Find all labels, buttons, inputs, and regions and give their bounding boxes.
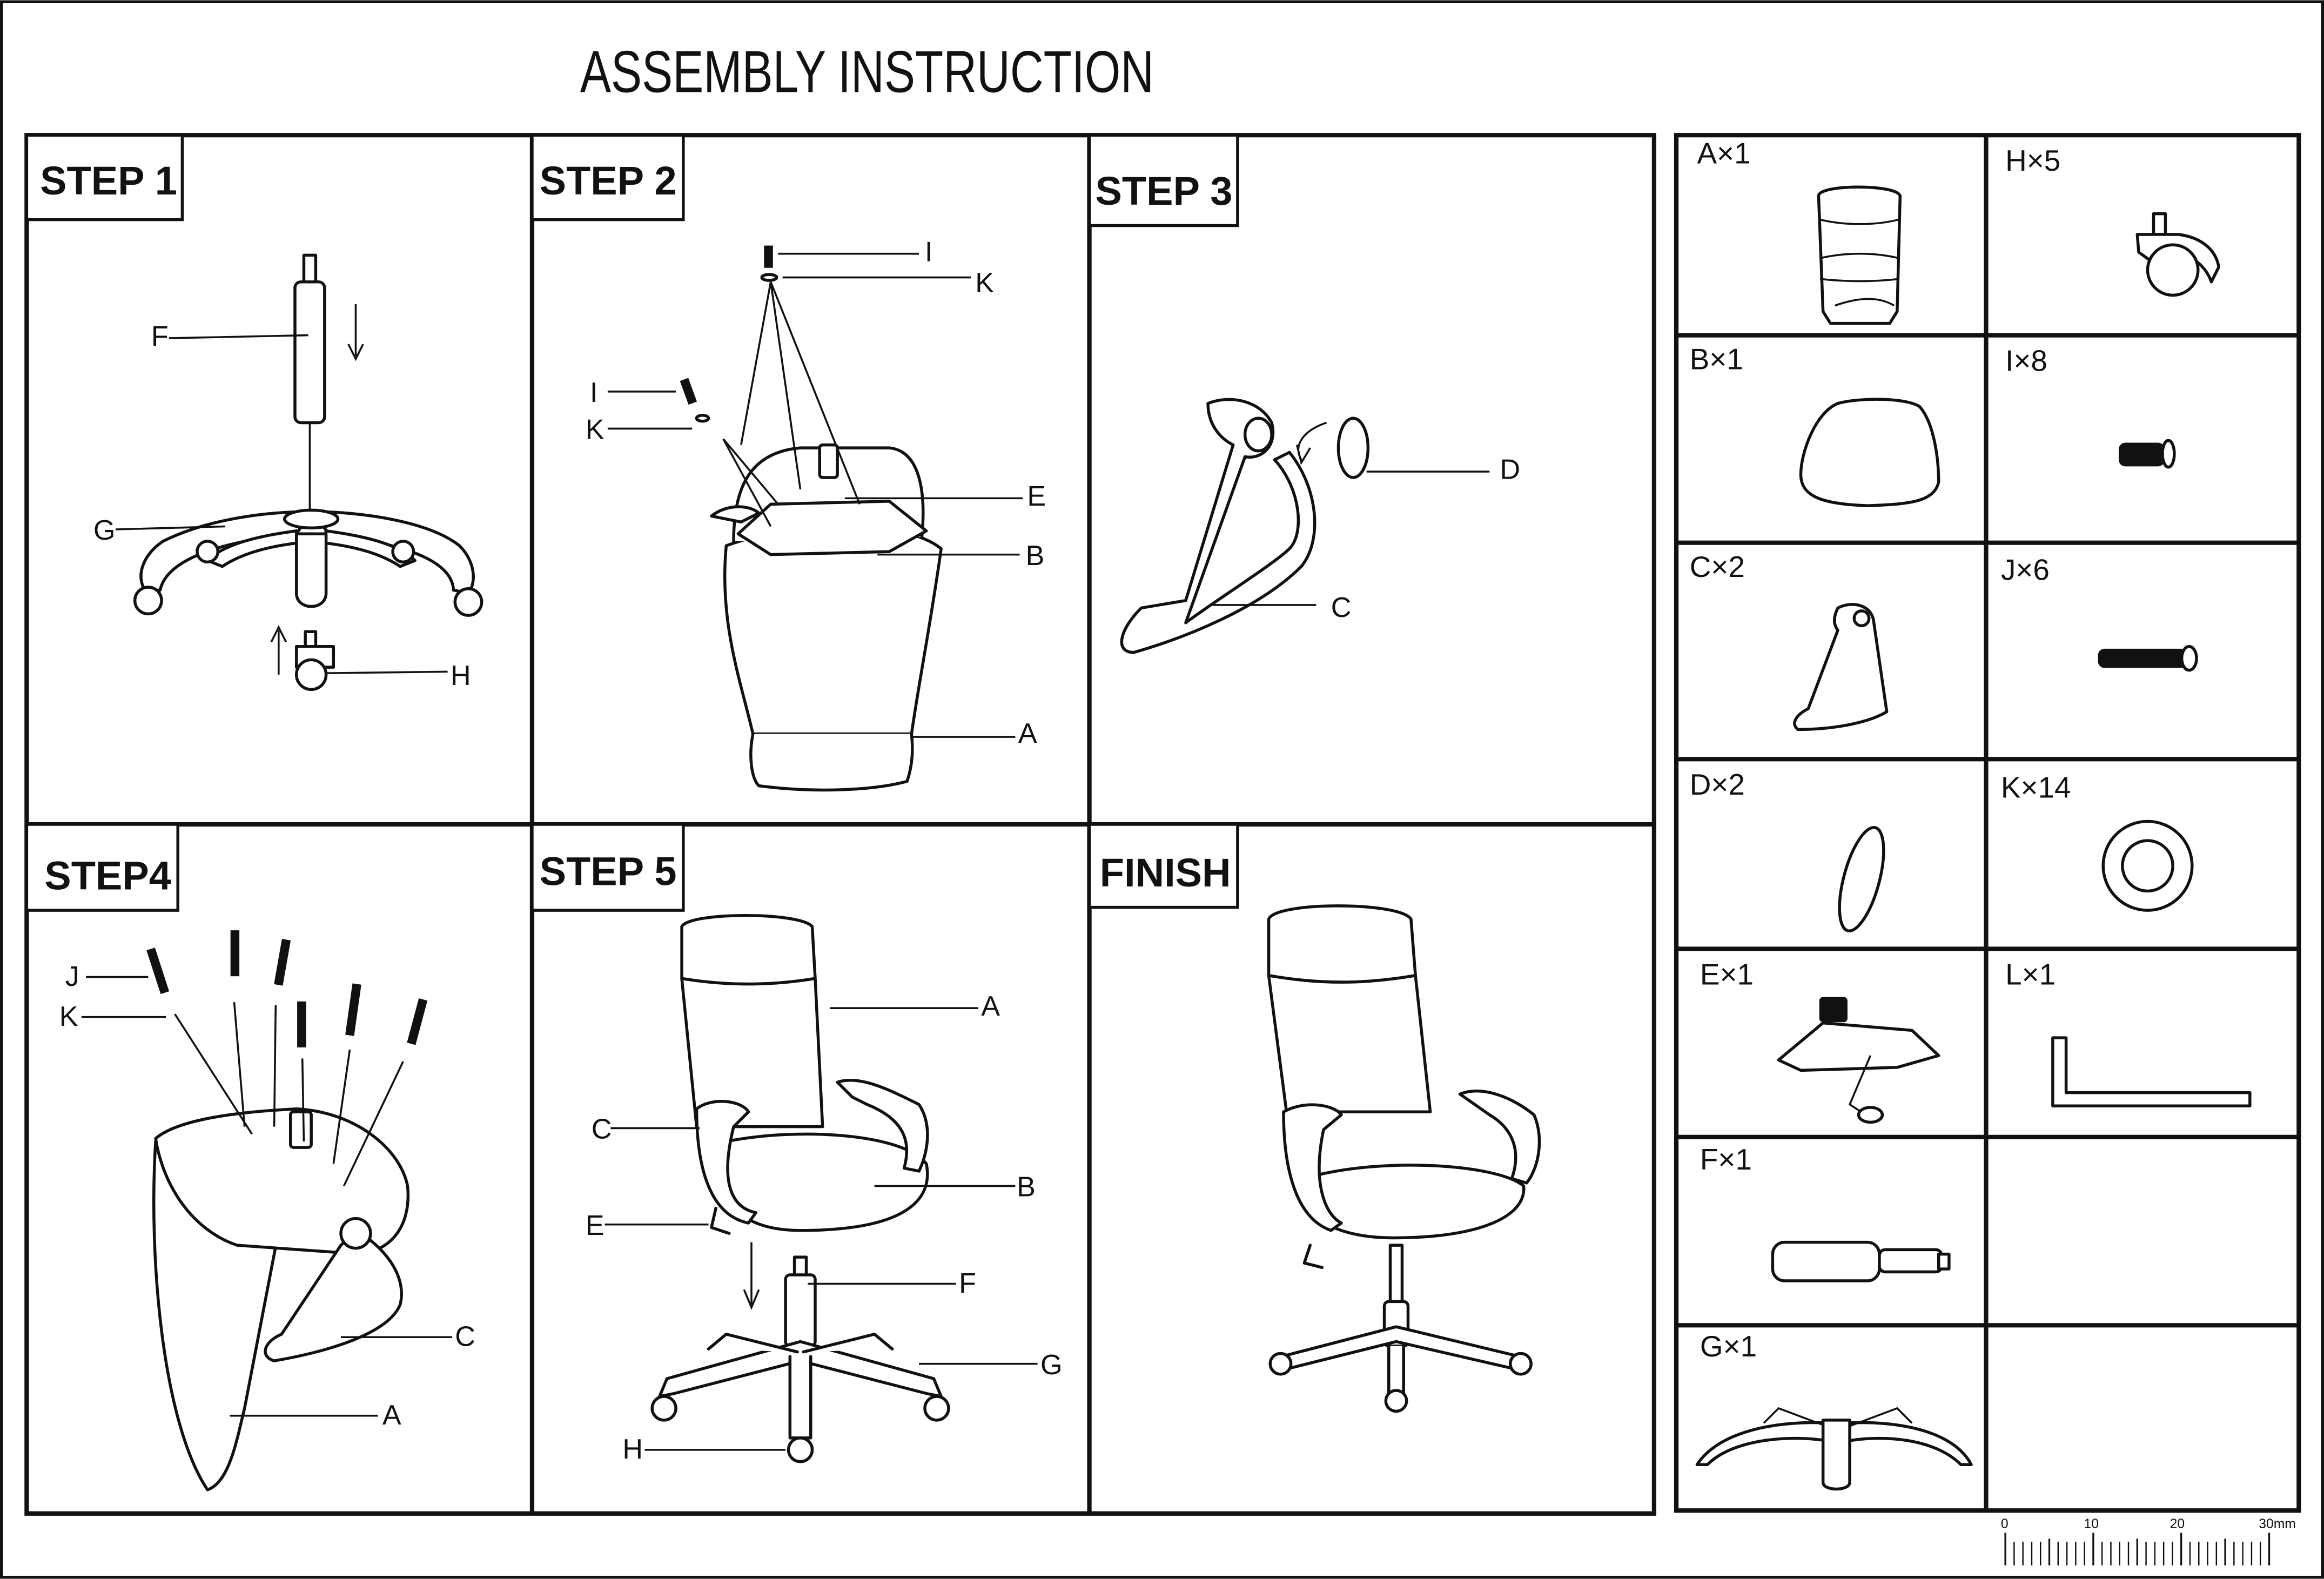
callout-d: D [1500,454,1521,486]
steps-grid [24,133,1656,1516]
short-bolt-icon [2119,439,2176,469]
armrest-icon [1793,603,1889,731]
callout-i: I [925,236,932,267]
part-d-label: D×2 [1690,768,1745,801]
step-2-illustration [680,245,943,792]
callout-a: A [382,1400,401,1431]
caster-icon [2135,212,2220,297]
step-4-callouts: J K C A [59,961,475,1431]
part-c-label: C×2 [1690,550,1745,583]
ruler-ticks [2004,1533,2271,1565]
callout-a: A [1018,718,1037,749]
ruler-label-20: 20 [2170,1517,2185,1531]
base-icon [1695,1407,1973,1491]
callout-b: B [1017,1172,1036,1203]
mechanism-icon [1777,997,1940,1124]
callout-k: K [586,414,604,446]
ruler-label-30: 30mm [2259,1517,2296,1531]
step-4-label: STEP4 [44,854,171,898]
callout-f: F [151,321,169,352]
step-3-illustration [1120,398,1370,654]
part-f-label: F×1 [1700,1143,1752,1176]
long-bolt-icon [2098,644,2198,672]
allen-key-icon [2051,1036,2252,1108]
part-a-label: A×1 [1697,136,1750,170]
callout-c: C [1331,592,1352,623]
ruler-label-0: 0 [2001,1517,2009,1531]
part-h-label: H×5 [2005,144,2060,177]
washer-icon [2101,819,2194,912]
backrest-icon [1817,185,1902,325]
step-2-callouts: I K I K E B A [586,236,1046,749]
step-2-label: STEP 2 [540,158,677,203]
callout-c: C [592,1114,612,1145]
callout-c: C [455,1321,475,1353]
step-3-label: STEP 3 [1096,169,1233,213]
finish-illustration [1267,904,1541,1413]
page-title: ASSEMBLY INSTRUCTION [580,38,1154,105]
step-1-illustration [133,253,483,691]
ruler: 0 10 20 30mm [2001,1517,2296,1565]
step-3-callouts: D C [1212,454,1520,623]
ruler-label-10: 10 [2084,1517,2099,1531]
callout-h: H [451,660,471,691]
callout-j: J [65,961,79,992]
step-1-callouts: F G H [93,321,471,691]
gas-lift-icon [1771,1240,1951,1282]
parts-grid [1674,133,2301,1513]
seat-icon [1799,398,1940,507]
step-5-illustration [650,914,950,1463]
step-5-callouts: A C B E F G H [586,991,1063,1465]
callout-b: B [1026,540,1045,572]
callout-e: E [586,1210,604,1241]
callout-k: K [975,267,994,299]
callout-i: I [590,377,597,408]
callout-k: K [59,1001,78,1032]
callout-a: A [981,991,1000,1022]
part-k-label: K×14 [2001,771,2071,804]
part-e-label: E×1 [1700,957,1754,991]
parts-icons [1695,185,2252,1491]
part-l-label: L×1 [2005,957,2056,991]
callout-g: G [93,515,116,546]
callout-h: H [622,1434,643,1465]
step-4-illustration [146,930,428,1491]
callout-g: G [1040,1349,1063,1381]
finish-label: FINISH [1100,850,1231,895]
cap-icon [1838,825,1885,933]
step-1-label: STEP 1 [40,158,177,203]
callout-e: E [1027,481,1046,512]
callout-f: F [959,1268,976,1299]
part-g-label: G×1 [1700,1329,1757,1363]
parts-labels: A×1 H×5 B×1 I×8 C×2 J×6 D×2 K×14 E×1 L×1… [1690,136,2071,1363]
part-i-label: I×8 [2005,344,2047,377]
step-5-label: STEP 5 [540,849,677,893]
part-b-label: B×1 [1690,342,1743,376]
part-j-label: J×6 [2001,553,2050,586]
